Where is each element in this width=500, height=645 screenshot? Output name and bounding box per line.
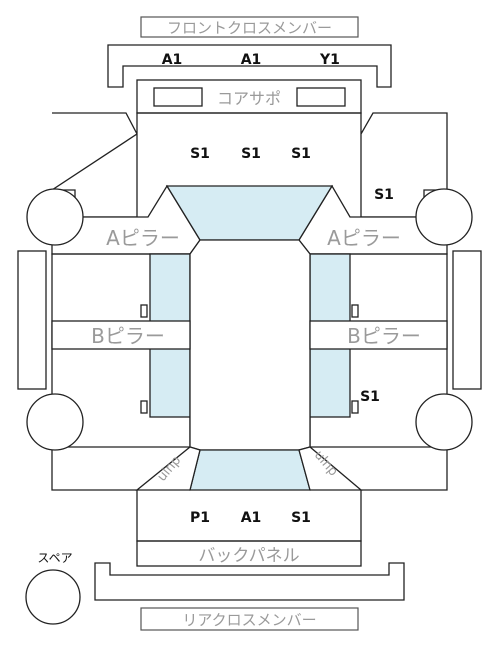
front-member: [107, 44, 392, 88]
rear-window: [189, 449, 311, 491]
wheel-front-right: [415, 188, 473, 246]
left-side-sill: [17, 250, 47, 390]
front-member-mark-1: A1: [162, 52, 183, 68]
core-support-label: コアサポ: [217, 89, 281, 108]
back-panel-label: バックパネル: [198, 546, 299, 566]
rear-left-diagonal: [135, 446, 201, 491]
rear-cross-member-label: リアクロスメンバー: [182, 611, 316, 629]
wheel-rear-left: [26, 393, 84, 451]
b-pillar-left-band: [51, 320, 191, 350]
spare-label: スペア: [37, 551, 72, 565]
right-side-sill: [452, 250, 482, 390]
right-upper-marker: [351, 304, 359, 318]
rear-member: [94, 562, 405, 601]
back-panel-mark-1: P1: [190, 510, 210, 526]
b-pillar-right-band: [309, 320, 448, 350]
core-mark-2: S1: [241, 146, 261, 162]
headlight-right: [296, 87, 346, 107]
back-panel-mark-2: A1: [241, 510, 262, 526]
roof-outline: [189, 239, 311, 451]
back-panel-mark-3: S1: [291, 510, 311, 526]
a-pillar-right-label: Aピラー: [327, 226, 401, 250]
back-panel-box: [136, 540, 362, 567]
front-cross-member-label: フロントクロスメンバー: [167, 19, 332, 37]
left-lower-marker: [140, 400, 148, 414]
spare-tire: [25, 569, 81, 625]
rear-right-diagonal: [298, 446, 363, 491]
rear-cross-member-box: [140, 607, 359, 631]
a-pillar-left-label: Aピラー: [106, 226, 180, 250]
b-pillar-left-label: Bピラー: [91, 324, 165, 348]
core-mark-1: S1: [190, 146, 210, 162]
front-member-mark-3: Y1: [319, 52, 340, 68]
wheel-rear-right: [415, 393, 473, 451]
left-upper-marker: [140, 304, 148, 318]
headlight-left: [153, 87, 203, 107]
front-member-mark-2: A1: [241, 52, 262, 68]
right-front-side-mark: S1: [374, 187, 394, 203]
wheel-front-left: [26, 188, 84, 246]
right-rear-side-mark: S1: [360, 389, 380, 405]
right-lower-marker: [351, 400, 359, 414]
front-cross-member-box: [140, 16, 359, 38]
core-mark-3: S1: [291, 146, 311, 162]
b-pillar-right-label: Bピラー: [347, 324, 421, 348]
